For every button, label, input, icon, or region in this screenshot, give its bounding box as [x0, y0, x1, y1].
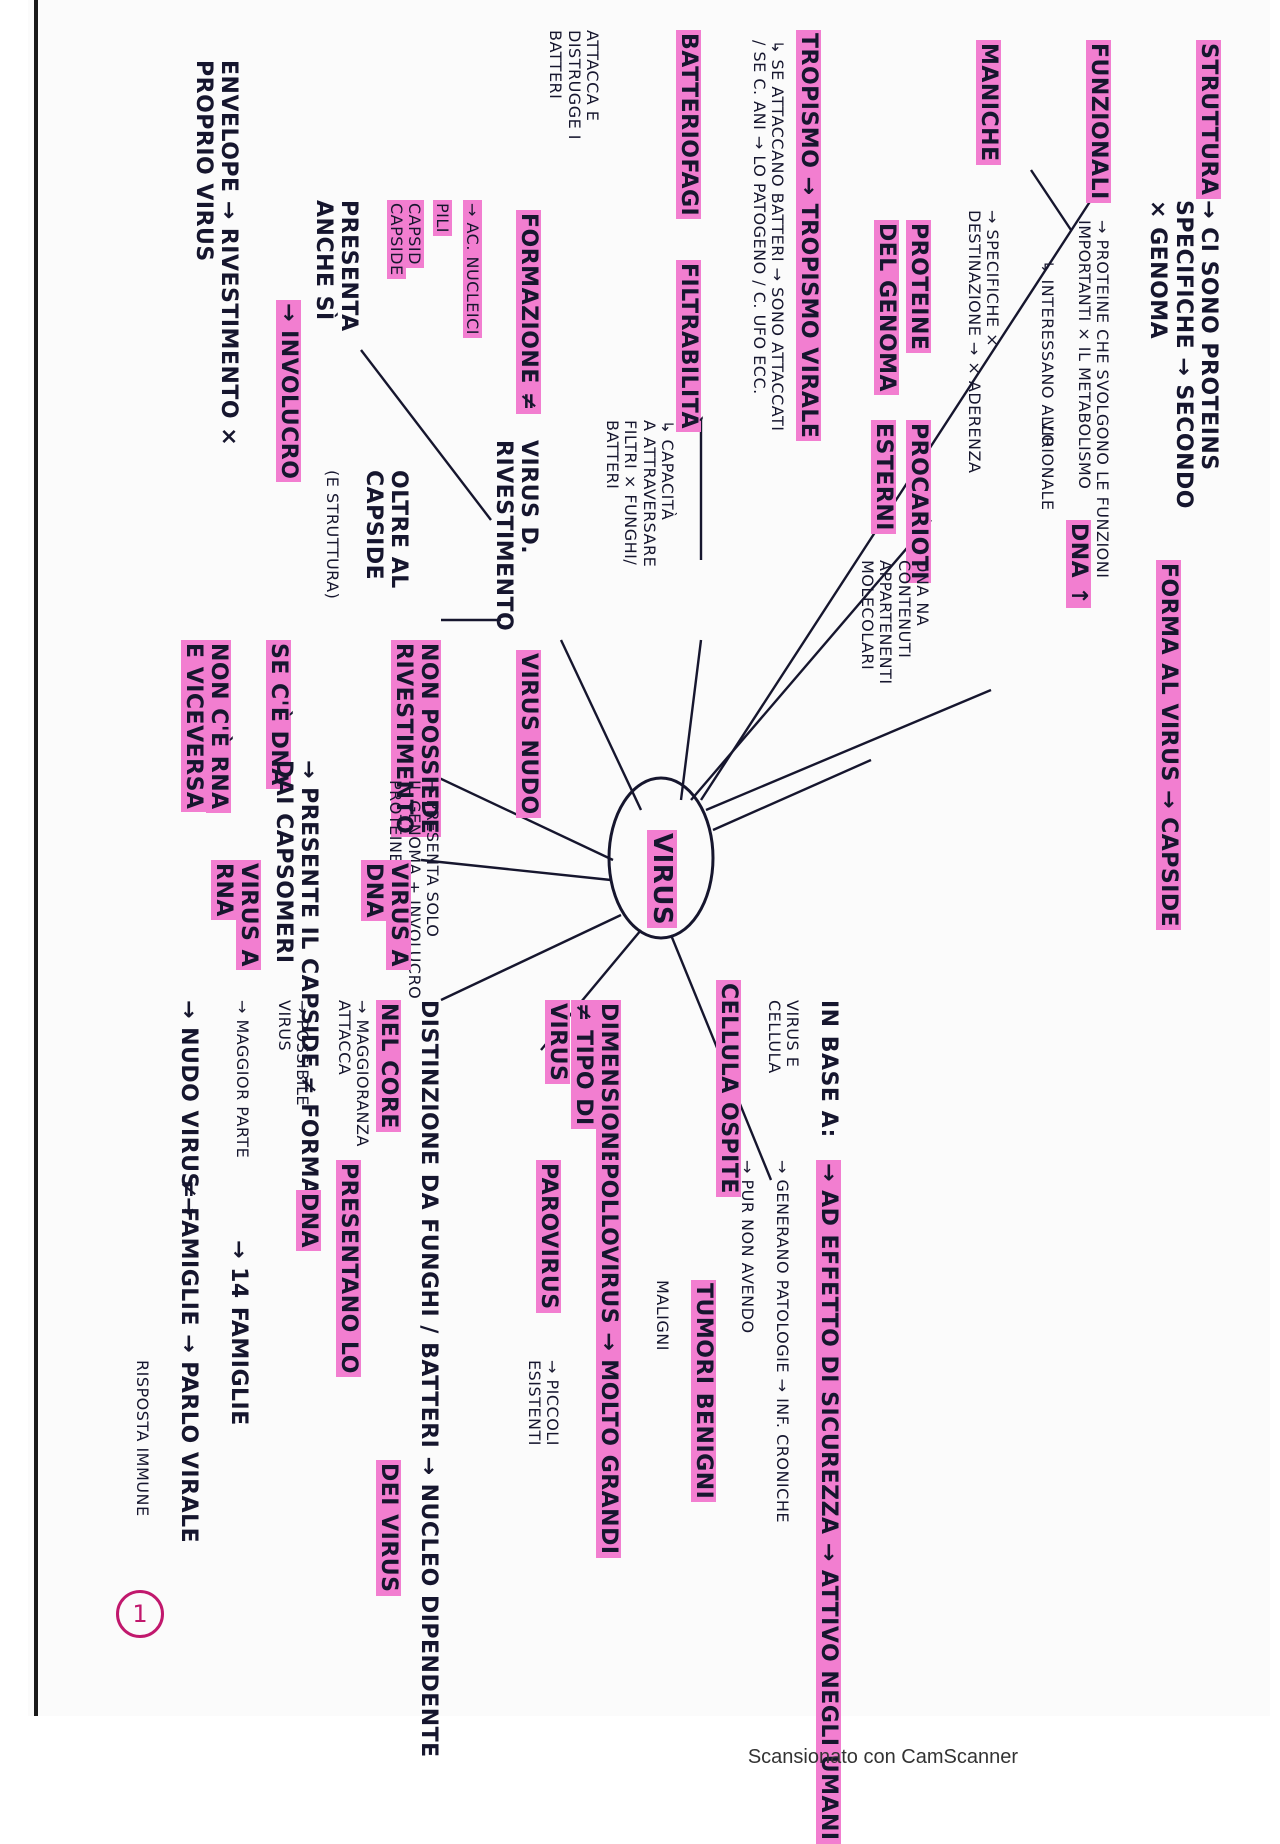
genoma-label: DEL GENOMA — [874, 220, 899, 396]
arrow-to-proteine — [690, 519, 932, 801]
connector-lines — [360, 169, 1093, 1181]
dna-hl-label: DNA — [296, 1190, 321, 1252]
parovirus-label: PAROVIRUS — [536, 1160, 561, 1313]
envelope-text: ENVELOPE → RIVESTIMENTO × PROPRIO VIRUS — [190, 60, 241, 447]
virus-nudo-label: VIRUS NUDO — [516, 650, 541, 818]
oltre-text: OLTRE AL CAPSIDE — [360, 470, 411, 589]
scanner-footer: Scansionato con CamScanner — [747, 1746, 1018, 1768]
filtrabilita-label: FILTRABILITÀ — [676, 260, 701, 433]
arrow-to-maniche — [1030, 169, 1072, 231]
possibile-text: → POSSIBILE VIRUS — [274, 1000, 312, 1106]
formazione-label: FORMAZIONE ≠ — [516, 210, 541, 414]
capacita-text: ↳ CAPACITÀ A ATTRAVERSARE FILTRI × FUNGH… — [602, 420, 677, 568]
arrow-to-dna — [420, 858, 612, 882]
virus-cellula-text: VIRUS E CELLULA — [764, 1000, 802, 1074]
risposta-text: RISPOSTA IMMUNE — [133, 1360, 152, 1517]
famiglie-14-text: → 14 FAMIGLIE — [226, 1240, 251, 1426]
piccoli-text: → PICCOLI ESISTENTI — [524, 1360, 562, 1446]
presente-capside-text: → PRESENTE IL CAPSIDE ≠ FORMATO DAI CAPS… — [270, 760, 321, 1229]
dna-label: DNA ↑ — [1066, 520, 1091, 609]
acidi-nucleici-text: → AC. NUCLEICI — [463, 200, 482, 338]
presentano-label: PRESENTANO LO — [336, 1160, 361, 1377]
struttura-desc: → CI SONO PROTEINS SPECIFICHE → SECONDO … — [1145, 200, 1221, 509]
scan-edge-line — [34, 0, 38, 1716]
pur-non-text: → PUR NON AVENDO — [738, 1160, 757, 1334]
procarioti-label: PROCARIOTI — [906, 420, 931, 583]
proteine-label: PROTEINE — [906, 220, 931, 354]
esterni-label: ESTERNI — [871, 420, 896, 534]
dei-virus-label: DEI VIRUS — [376, 1460, 401, 1596]
presenta-text: PRESENTA ANCHE SÌ — [310, 200, 361, 332]
ad-effetto-text: → AD EFFETTO DI SICUREZZA → ATTIVO NEGLI… — [816, 1160, 841, 1844]
involucro-label: → INVOLUCRO — [276, 300, 301, 483]
virus-center-label: VIRUS — [646, 830, 677, 929]
nel-core-label: NEL CORE — [376, 1000, 401, 1132]
dimensione-label: DIMENSIONE ≠ TIPO DI VIRUS — [545, 1000, 621, 1169]
specifiche-text: → SPECIFICHE × DESTINAZIONE → × ADERENZA — [964, 210, 1002, 474]
maniche-label: MANICHE — [976, 40, 1001, 165]
tumori-label: TUMORI BENIGNI — [691, 1280, 716, 1503]
struttura-caps-text: (E STRUTTURA) — [323, 470, 342, 600]
mind-map: STRUTTURA → CI SONO PROTEINS SPECIFICHE … — [19, 0, 1261, 1844]
attacca-text: ATTACCA E DISTRUGGE I BATTERI — [546, 30, 602, 141]
batteriofagi-label: BATTERIOFAGI — [676, 30, 701, 220]
arrow-to-struttura — [699, 199, 1093, 801]
tropismo-label: TROPISMO → TROPISMO VIRALE — [796, 30, 821, 442]
pili-text: PILI — [433, 200, 452, 236]
dna-contenuti-text: DNA NA CONTENUTI APPARTENENTI MOLECOLARI — [857, 560, 932, 685]
in-base-label: IN BASE A: — [816, 1000, 841, 1138]
virus-rivestimento-label: VIRUS D. RIVESTIMENTO — [490, 440, 541, 632]
virionale-text: VIRIONALE — [1038, 420, 1057, 511]
distinzione-text: DISTINZIONE DA FUNGHI / BATTERI → NUCLEO… — [416, 1000, 441, 1758]
struttura-label: STRUTTURA — [1196, 40, 1221, 199]
virus-rna-label: VIRUS A RNA — [210, 860, 261, 971]
famiglie-text: ≠ FAMIGLIE → PARLO VIRALE — [176, 1180, 201, 1544]
non-rna-label: NON C'È RNA E VICEVERSA — [180, 640, 231, 813]
arrow-se-dna — [360, 349, 492, 521]
maggioranza-text: → MAGGIORANZA ATTACCA — [334, 1000, 372, 1147]
arrow-to-rivestimento — [679, 639, 703, 801]
se-attaccano-text: ↳ SE ATTACCANO BATTERI → SONO ATTACCATI … — [749, 40, 787, 432]
forma-label: FORMA AL VIRUS → CAPSIDE — [1156, 560, 1181, 931]
arrow-to-distinzione — [440, 913, 622, 1002]
pollovirus-label: POLLOVIRUS → MOLTO GRANDI — [596, 1160, 621, 1558]
virus-dna-label: VIRUS A DNA — [360, 860, 411, 971]
maligni-text: MALIGNI — [653, 1280, 672, 1351]
arrow-to-tropismo — [705, 688, 992, 812]
capsid-text: CAPSID CAPSIDE — [386, 200, 424, 279]
arrow-to-nudo — [559, 639, 643, 811]
generano-text: → GENERANO PATOLOGIE → INF. CRONICHE — [773, 1160, 792, 1523]
page-number: 1 — [116, 1590, 164, 1638]
maggior-parte-text: → MAGGIOR PARTE — [233, 1000, 252, 1159]
funzionali-label: FUNZIONALI — [1086, 40, 1111, 203]
arrow-to-filtrabilita — [712, 758, 872, 832]
